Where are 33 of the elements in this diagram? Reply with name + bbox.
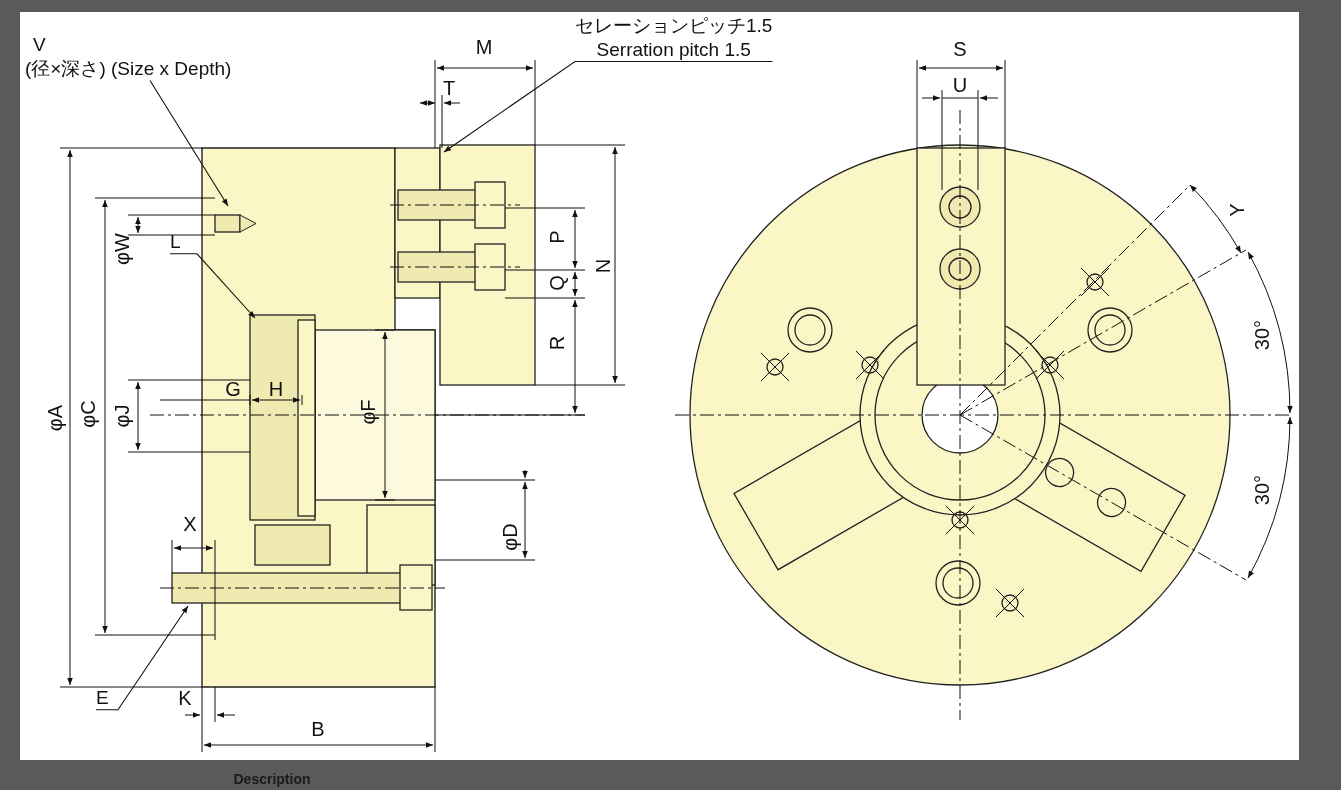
dimension-label: T (442, 78, 456, 98)
dimension-label: φA (45, 404, 65, 432)
angle-label: 30° (1252, 474, 1272, 506)
dimension-label: φW (112, 233, 132, 265)
section-heading: Description (233, 772, 311, 786)
note-text: (径×深さ) (Size x Depth) (25, 56, 232, 81)
dimension-label: N (593, 258, 613, 274)
leader-line (169, 253, 256, 319)
dimension-label: P (547, 230, 567, 244)
dimension-label: G (225, 379, 241, 399)
callout-letter: V (32, 33, 47, 57)
dimension-label: φD (500, 523, 520, 551)
dimension-label: U (952, 75, 968, 95)
dimension-label: B (311, 719, 325, 739)
dimension-label: H (268, 379, 284, 399)
dimension-label: Y (1227, 203, 1247, 217)
dimension-label: S (953, 39, 967, 59)
leader-line (95, 605, 189, 711)
callout-letter: E (96, 686, 109, 710)
dimension-label: R (547, 335, 567, 351)
dimension-label: φC (78, 400, 98, 428)
leader-line (443, 60, 773, 153)
note-text: Serration pitch 1.5 (595, 37, 752, 62)
dimension-label: X (183, 514, 197, 534)
dimension-label: M (475, 37, 493, 57)
callout-letter: L (170, 230, 181, 254)
note-text: セレーションピッチ1.5 (575, 14, 773, 38)
dimension-label: Q (547, 275, 567, 291)
leader-line (149, 79, 229, 207)
dimension-label: φJ (112, 404, 132, 428)
dimension-label: K (178, 688, 192, 708)
dimension-label: φF (358, 399, 378, 425)
angle-label: 30° (1252, 319, 1272, 351)
